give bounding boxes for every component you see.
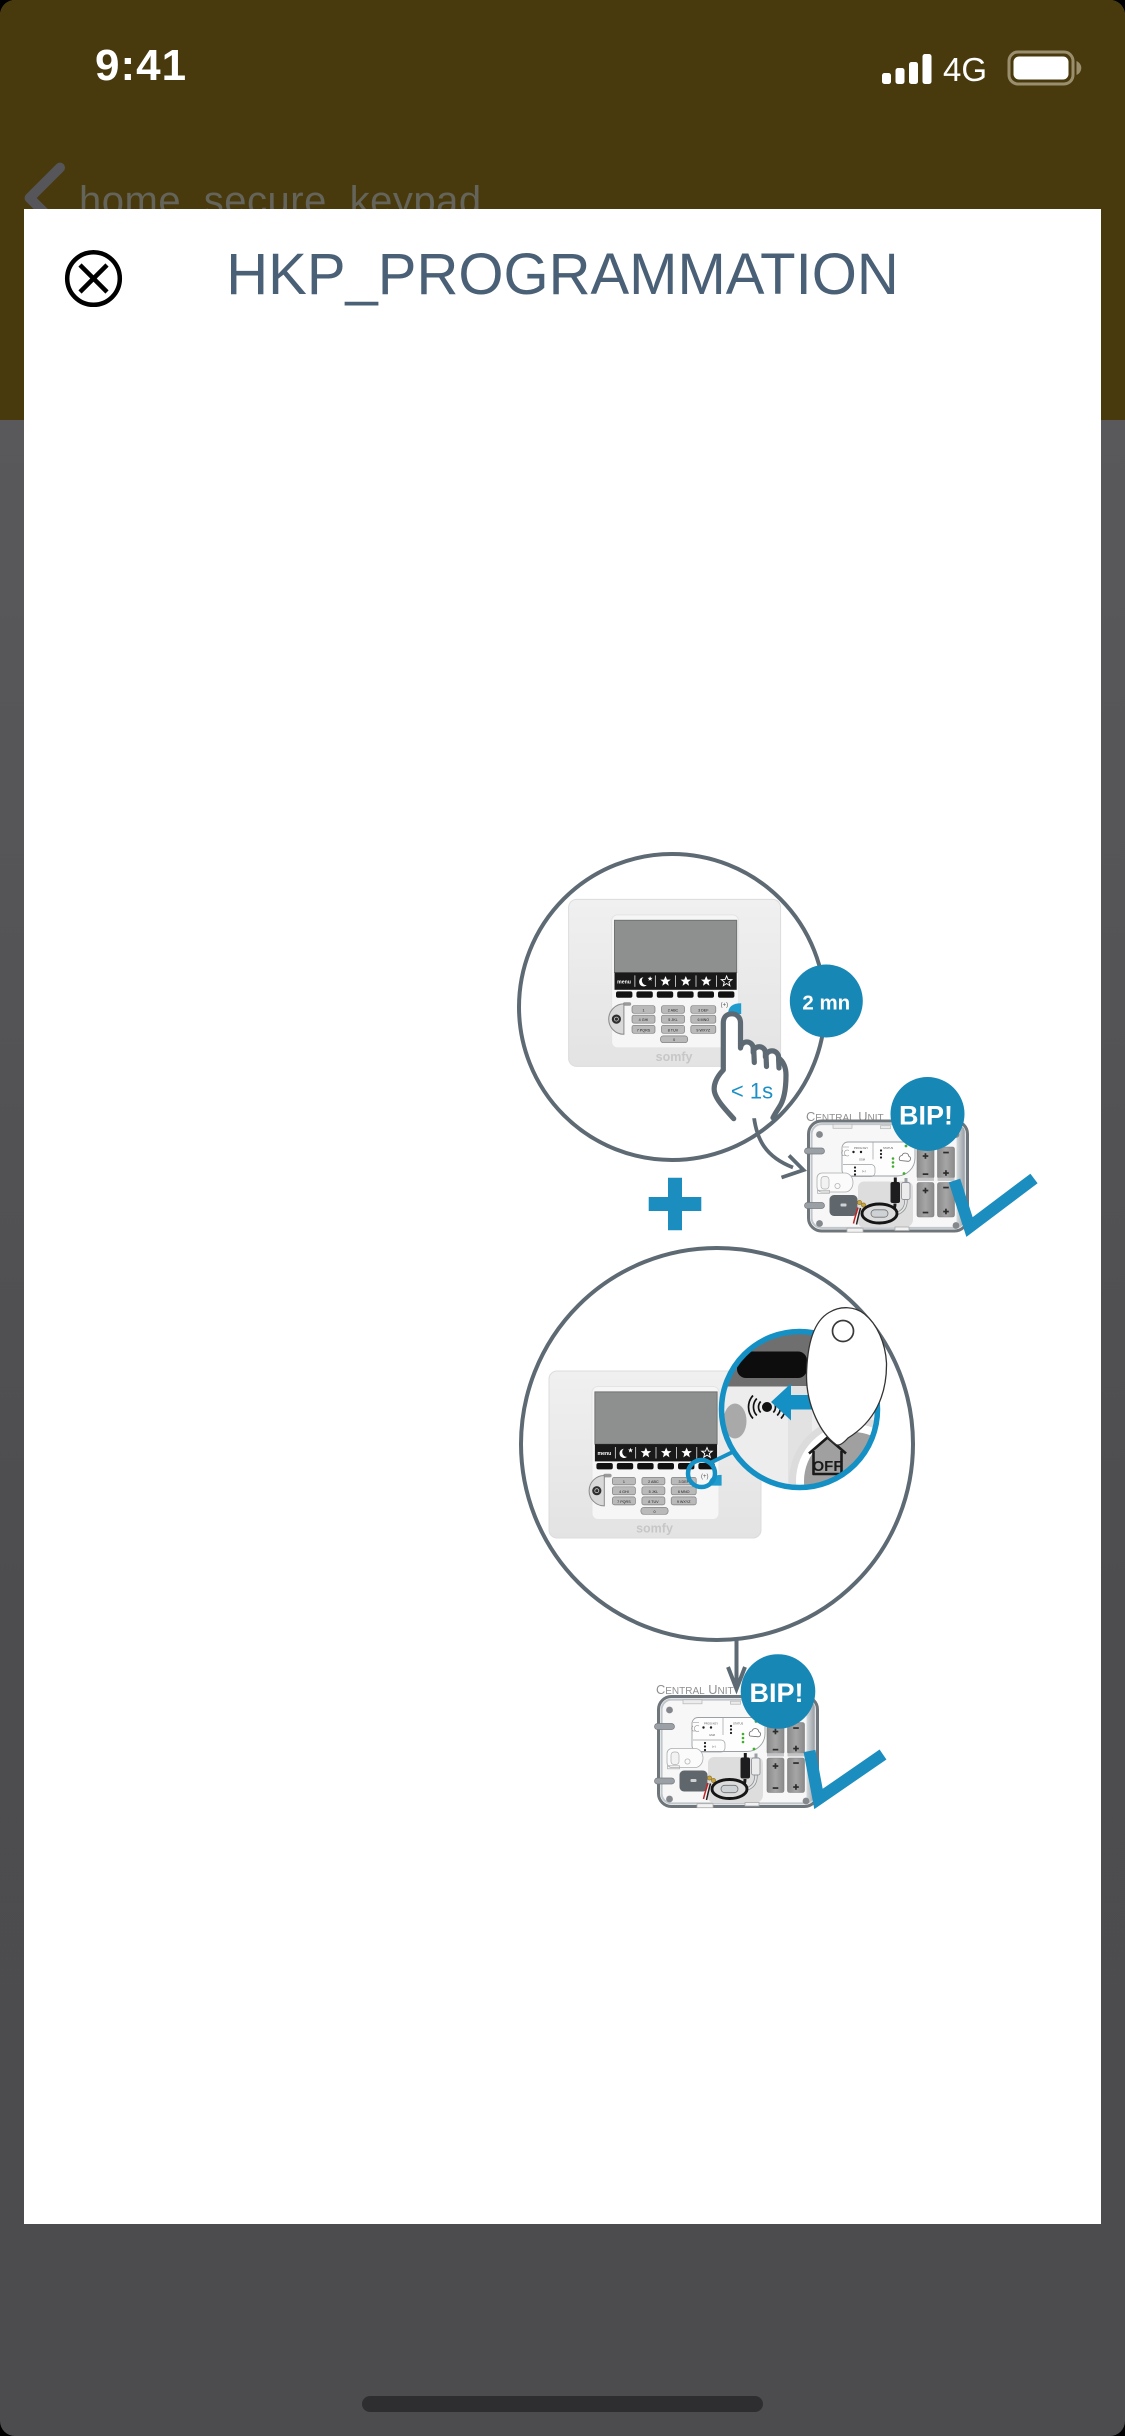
svg-text:BIP!: BIP! <box>750 1678 804 1708</box>
svg-text:BIP!: BIP! <box>899 1101 953 1131</box>
svg-text:< 1s: < 1s <box>731 1079 773 1104</box>
svg-text:4G: 4G <box>943 51 987 88</box>
svg-text:OFF: OFF <box>813 1458 843 1475</box>
svg-text:2 mn: 2 mn <box>802 992 850 1015</box>
svg-text:CENTRAL UNIT: CENTRAL UNIT <box>656 1682 734 1697</box>
